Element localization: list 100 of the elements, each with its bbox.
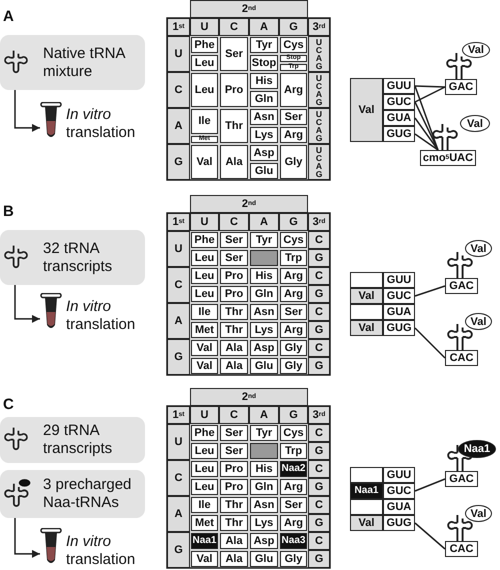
codon-table-cell: Arg — [280, 515, 307, 531]
codon-table-cell: Stop — [250, 55, 278, 71]
codon-table-cell: Thr — [220, 304, 248, 320]
codon-table-cell: His — [250, 73, 278, 89]
box-text: 29 tRNA transcripts — [43, 422, 114, 458]
header-cell: G — [308, 550, 330, 568]
codon-table-cell: Ser — [280, 109, 307, 125]
anticodon-box: CAC — [445, 541, 478, 557]
header-cell: C — [219, 213, 249, 231]
blank-cell — [350, 304, 383, 320]
codon-table-cell: Asp — [250, 340, 278, 356]
codon-table-cell: Pro — [220, 479, 248, 495]
codon-table-cell: Ala — [220, 145, 248, 179]
header-cell: G — [308, 321, 330, 339]
codon-table-cell: Leu — [191, 479, 218, 495]
header-cell: G — [279, 406, 308, 424]
codon-table-cell: Trp — [280, 250, 307, 266]
codon-table-cell: Arg — [280, 322, 307, 338]
codon-table-cell: Ser — [280, 497, 307, 513]
codon-table-cell: Pro — [220, 461, 248, 477]
header-cell: A — [167, 108, 190, 144]
codon-table-cell: Tyr — [250, 232, 278, 248]
codon-table-cell: Val — [191, 551, 218, 567]
header-cell: A — [167, 303, 190, 339]
header-cell: 1$^{st}$ — [167, 213, 190, 231]
connector-line — [414, 102, 439, 150]
header-cell: 2$^{nd}$ — [190, 195, 308, 213]
codon-table-cell: Ala — [220, 340, 248, 356]
header-cell: UCAG — [308, 144, 330, 180]
header-cell: G — [279, 18, 308, 36]
codon-table-cell: Val — [191, 145, 218, 179]
connector-line — [414, 133, 438, 151]
connector-line — [414, 118, 439, 150]
header-cell: G — [308, 357, 330, 375]
codon-table-cell: Arg — [280, 73, 307, 107]
header-cell: C — [308, 303, 330, 321]
amino-acid-cell: Val — [350, 320, 383, 336]
header-cell: C — [167, 460, 190, 496]
codon-table-cell: Glu — [250, 163, 278, 179]
codon-table-cell: Thr — [220, 515, 248, 531]
arrow — [14, 90, 40, 132]
codon-table-cell: Pro — [220, 286, 248, 302]
codon-table-cell: Ile — [191, 497, 218, 513]
codon-table-cell: Leu — [191, 286, 218, 302]
codon-table-cell: Val — [191, 340, 218, 356]
codon-table-cell: Thr — [220, 109, 248, 143]
codon-table-cell: Phe — [191, 37, 218, 53]
codon-table-cell: Arg — [280, 479, 307, 495]
header-cell: C — [167, 267, 190, 303]
header-cell: A — [167, 496, 190, 532]
caption-text: In vitro translation — [66, 533, 136, 569]
header-cell: G — [167, 339, 190, 375]
amino-acid-cell: Val — [350, 78, 383, 142]
header-cell: U — [190, 406, 219, 424]
codon-table-cell: Ala — [220, 533, 248, 549]
codon-table-cell: Leu — [191, 268, 218, 284]
header-cell: 2$^{nd}$ — [190, 0, 308, 18]
header-cell: 3$^{rd}$ — [308, 406, 330, 424]
codon-table-cell: Asp — [250, 145, 278, 161]
codon-table-cell: Cys — [280, 425, 307, 441]
codon-cell: GUG — [383, 126, 415, 142]
codon-cell: GUA — [383, 110, 415, 126]
codon-table-cell: Ala — [220, 358, 248, 374]
connector-line — [414, 285, 446, 297]
codon-table-cell: Asn — [250, 497, 278, 513]
codon-table-cell: Leu — [191, 73, 218, 107]
codon-table-cell: Gln — [250, 286, 278, 302]
header-cell: C — [308, 424, 330, 442]
codon-table-cell: Thr — [220, 322, 248, 338]
amino-acid-oval: Val — [460, 115, 490, 132]
codon-cell: GUA — [383, 304, 415, 320]
header-cell: C — [219, 18, 249, 36]
codon-table-cell: Asp — [250, 533, 278, 549]
header-cell: U — [190, 213, 219, 231]
arrow — [14, 285, 40, 323]
codon-table-cell: Thr — [220, 497, 248, 513]
codon-table-cell: Arg — [280, 127, 307, 143]
sample-box — [0, 470, 145, 518]
header-cell: 3$^{rd}$ — [308, 213, 330, 231]
header-cell: UCAG — [308, 36, 330, 72]
header-cell: C — [308, 231, 330, 249]
codon-table-cell: Cys — [280, 232, 307, 248]
codon-cell: GUC — [383, 94, 415, 110]
connector-line — [414, 85, 446, 88]
header-cell: UCAG — [308, 72, 330, 108]
amino-acid-cell: Naa1 — [350, 483, 383, 499]
caption-text: In vitro translation — [66, 298, 136, 334]
anticodon-box: GAC — [445, 79, 477, 95]
box-text: 3 precharged Naa-tRNAs — [43, 476, 132, 512]
header-cell: UCAG — [308, 108, 330, 144]
test-tube-icon — [40, 102, 62, 139]
header-cell: G — [167, 532, 190, 568]
header-cell: A — [249, 406, 279, 424]
blank-cell — [350, 467, 383, 483]
header-cell: 1$^{st}$ — [167, 406, 190, 424]
header-cell: 1$^{st}$ — [167, 18, 190, 36]
codon-table-cell: Pro — [220, 268, 248, 284]
codon-table-cell: His — [250, 461, 278, 477]
header-cell: C — [308, 532, 330, 550]
header-cell: C — [308, 496, 330, 514]
